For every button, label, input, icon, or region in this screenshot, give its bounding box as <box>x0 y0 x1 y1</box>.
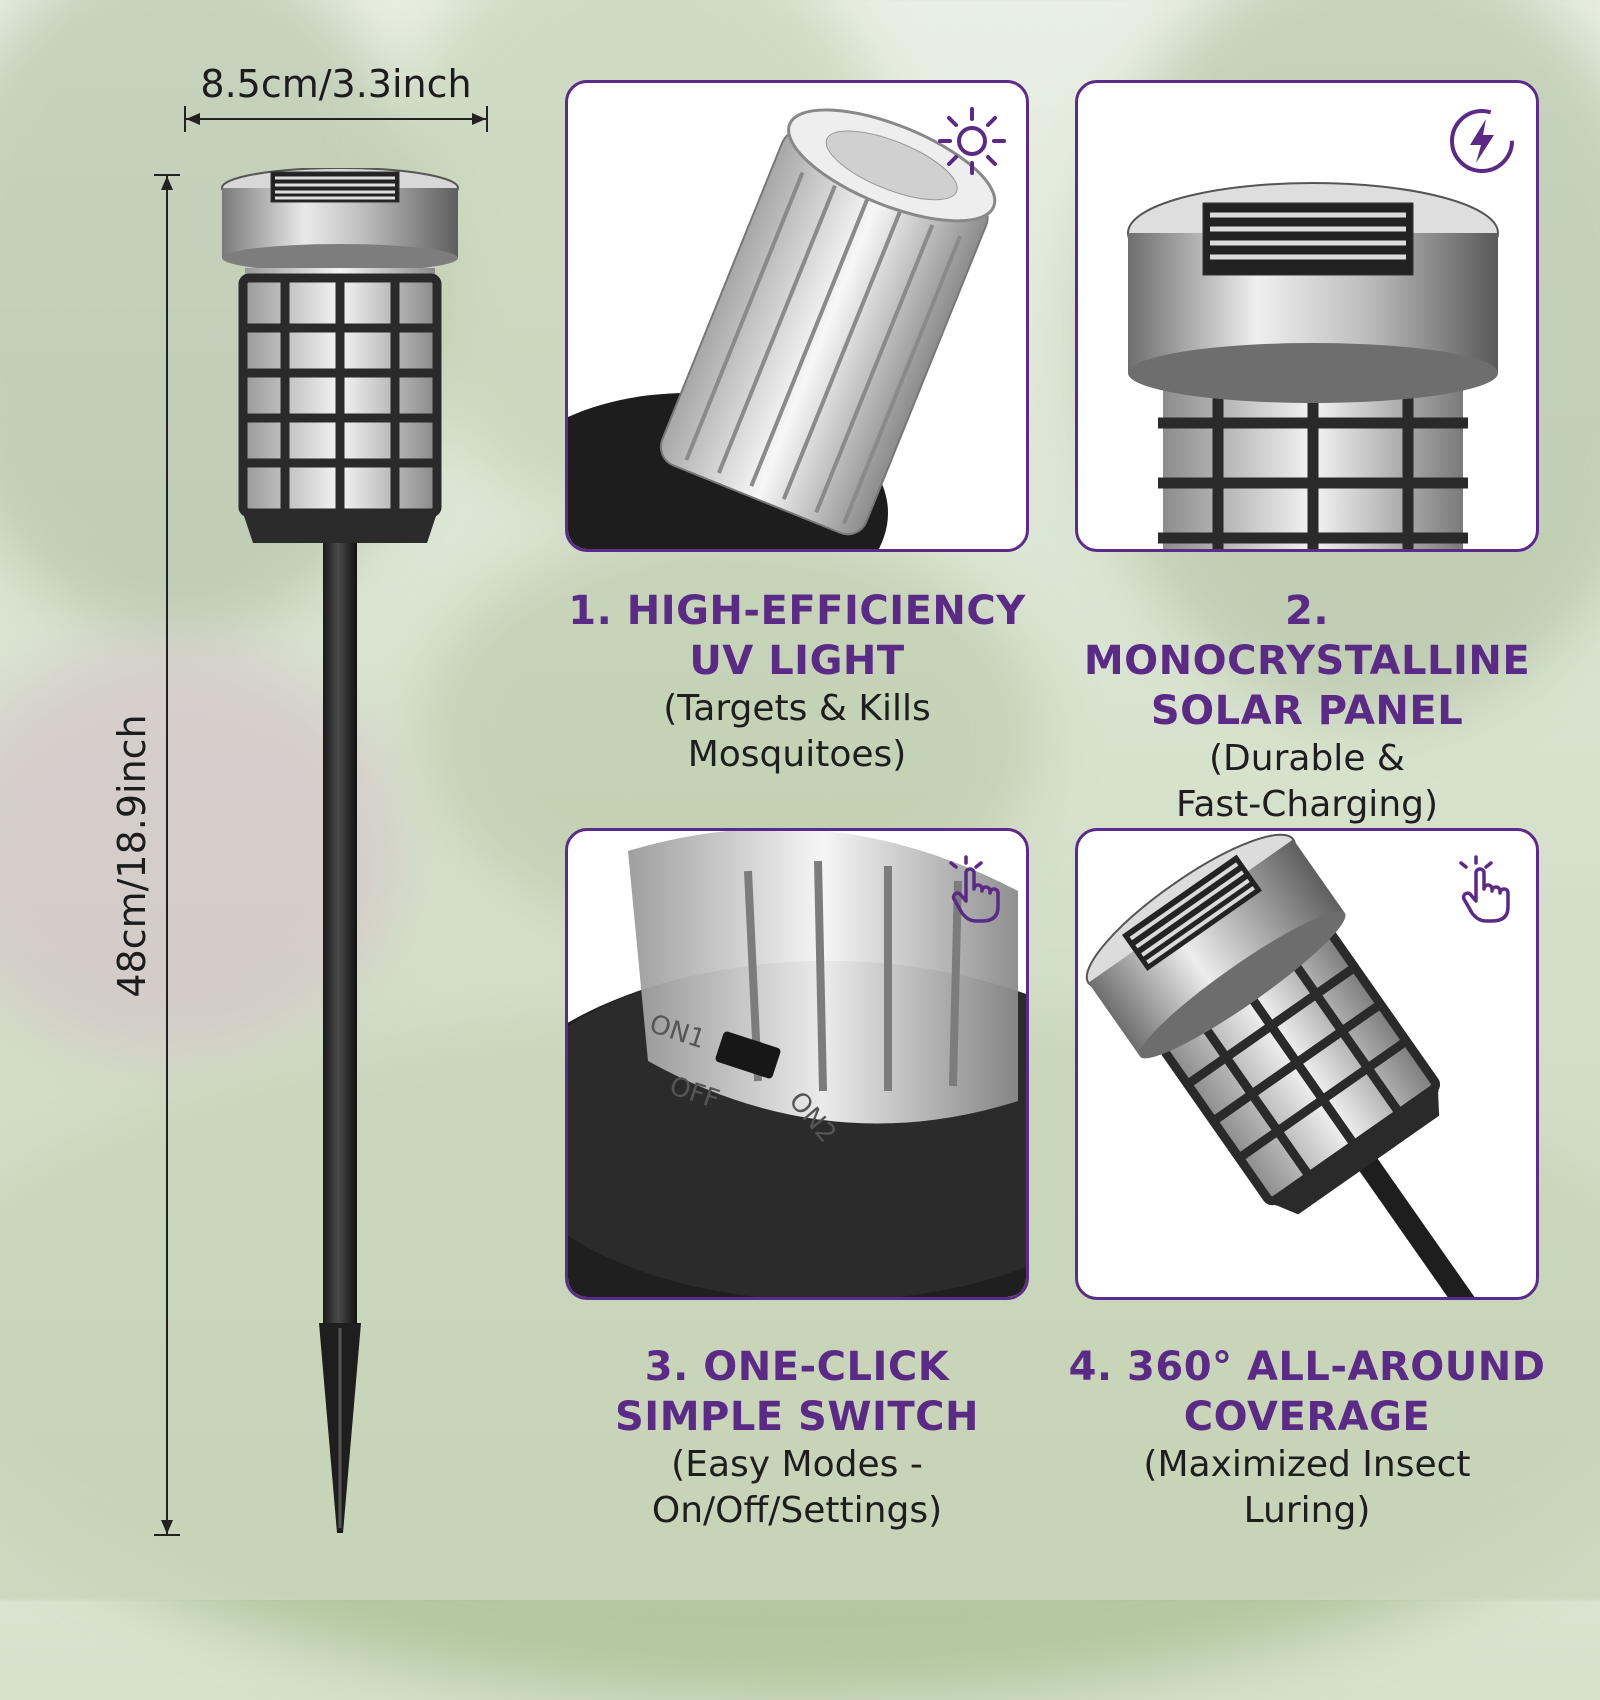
feature-caption-uv-light: 1. HIGH-EFFICIENCY UV LIGHT (Targets & K… <box>547 586 1047 778</box>
feature-desc-line1: (Maximized Insect <box>1143 1444 1471 1485</box>
feature-title-line1: 4. 360° ALL-AROUND <box>1068 1344 1546 1390</box>
width-dimension-label: 8.5cm/3.3inch <box>200 62 472 106</box>
feature-caption-coverage: 4. 360° ALL-AROUND COVERAGE (Maximized I… <box>1057 1342 1557 1534</box>
feature-card-coverage <box>1075 828 1539 1300</box>
tilted-lamp-illustration <box>1085 833 1533 1297</box>
switch-closeup-illustration: ON1 OFF ON2 <box>568 831 1026 1297</box>
feature-title-line2: SIMPLE SWITCH <box>615 1394 979 1440</box>
tap-hand-icon <box>1459 855 1510 923</box>
feature-title-line2: UV LIGHT <box>689 638 905 684</box>
feature-title-line1: 2. MONOCRYSTALLINE <box>1083 588 1531 684</box>
feature-title-line2: COVERAGE <box>1183 1394 1431 1440</box>
uv-tube-illustration <box>568 108 997 549</box>
solar-cap-illustration <box>1127 182 1499 549</box>
sun-icon <box>938 107 1006 175</box>
feature-desc-line2: Luring) <box>1243 1490 1371 1531</box>
width-dimension-line <box>184 106 488 132</box>
feature-caption-solar-panel: 2. MONOCRYSTALLINE SOLAR PANEL (Durable … <box>1057 586 1557 828</box>
lightning-icon <box>1450 109 1514 173</box>
feature-desc-line1: (Targets & Kills <box>663 688 931 729</box>
tap-hand-icon <box>949 855 1000 923</box>
feature-title-line2: SOLAR PANEL <box>1150 688 1464 734</box>
solar-lamp-illustration <box>221 168 459 1533</box>
feature-card-solar-panel <box>1075 80 1539 552</box>
feature-title-line1: 1. HIGH-EFFICIENCY <box>568 588 1026 634</box>
feature-caption-switch: 3. ONE-CLICK SIMPLE SWITCH (Easy Modes -… <box>547 1342 1047 1534</box>
height-dimension-label: 48cm/18.9inch <box>110 714 154 998</box>
feature-desc-line1: (Durable & <box>1209 738 1405 779</box>
feature-desc-line2: On/Off/Settings) <box>651 1490 943 1531</box>
feature-card-uv-light <box>565 80 1029 552</box>
feature-card-switch: ON1 OFF ON2 <box>565 828 1029 1300</box>
feature-title-line1: 3. ONE-CLICK <box>644 1344 950 1390</box>
height-dimension-line <box>154 174 180 1536</box>
feature-desc-line1: (Easy Modes - <box>671 1444 923 1485</box>
feature-desc-line2: Fast-Charging) <box>1175 784 1439 825</box>
feature-desc-line2: Mosquitoes) <box>687 734 907 775</box>
